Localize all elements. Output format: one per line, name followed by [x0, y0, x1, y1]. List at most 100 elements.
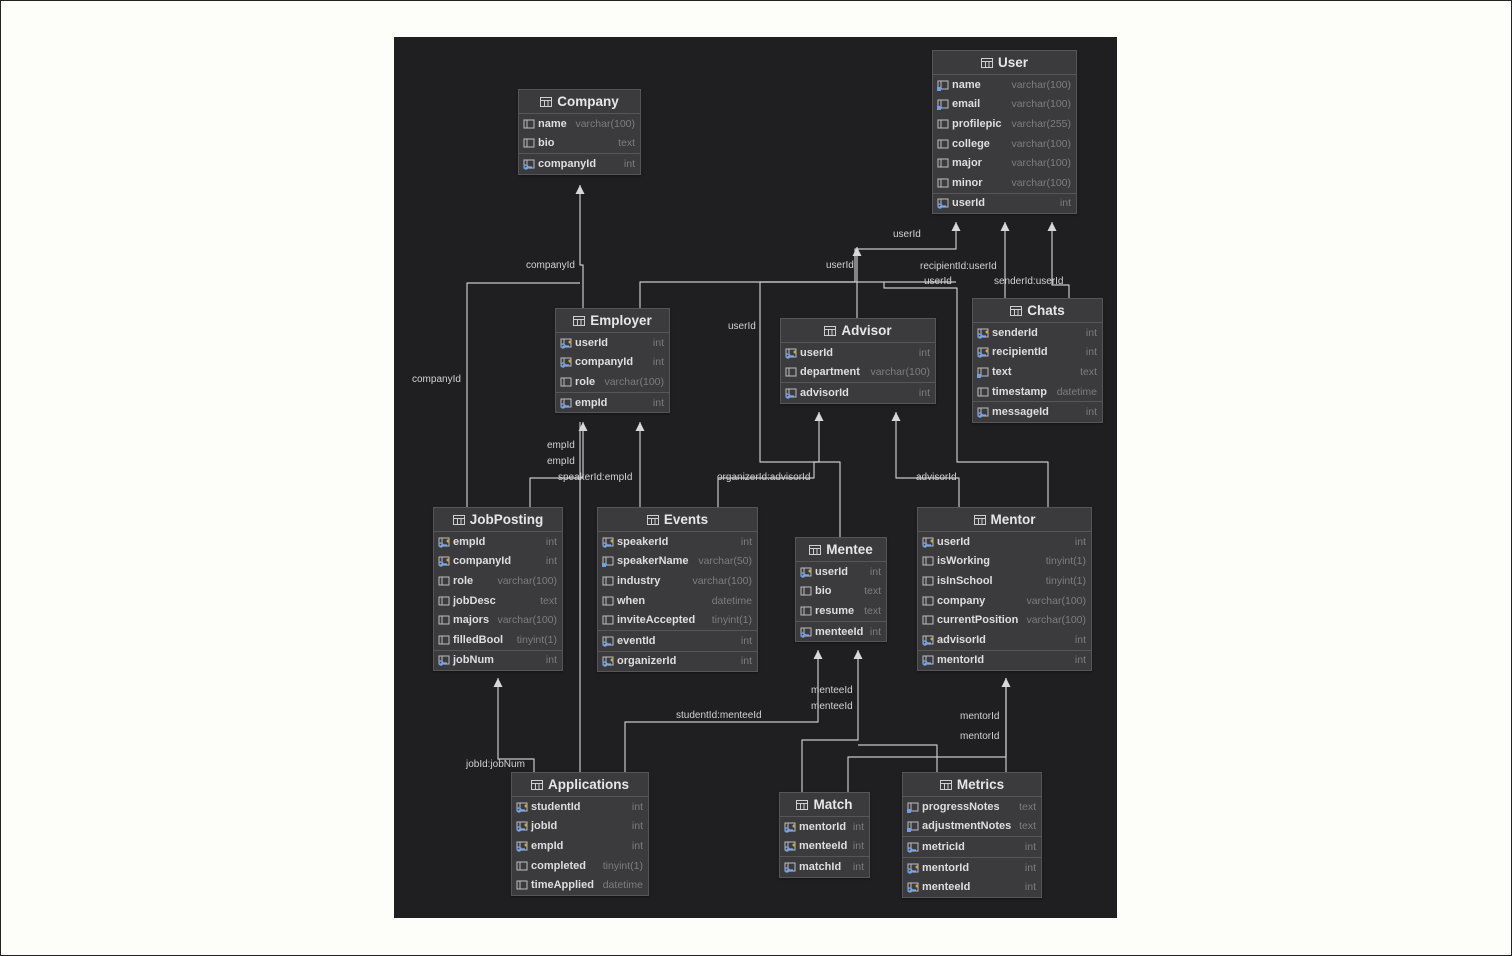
table-header[interactable]: Match	[780, 793, 869, 817]
table-header[interactable]: Events	[598, 508, 757, 532]
field-type: datetime	[1056, 385, 1097, 398]
table-header[interactable]: User	[933, 51, 1076, 75]
column-icon	[800, 585, 815, 597]
table-header[interactable]: JobPosting	[434, 508, 562, 532]
primary-key-icon	[785, 387, 800, 399]
field-type: tinyint(1)	[516, 633, 557, 646]
table-header[interactable]: Chats	[973, 299, 1102, 323]
field-name: mentorId	[799, 820, 847, 833]
table-header[interactable]: Mentee	[796, 538, 886, 562]
foreign-key-icon	[977, 327, 992, 339]
table-header[interactable]: Mentor	[918, 508, 1091, 532]
field-name: adjustmentNotes	[922, 820, 1012, 833]
table-header[interactable]: Applications	[512, 773, 648, 797]
field-name: minor	[952, 176, 983, 189]
foreign-key-icon	[560, 337, 575, 349]
table-header[interactable]: Metrics	[903, 773, 1041, 797]
field-type: varchar(100)	[1026, 614, 1086, 627]
column-icon	[937, 138, 952, 150]
edge-match-mentee	[801, 650, 859, 792]
field-type: int	[1074, 654, 1086, 667]
foreign-key-icon	[602, 536, 617, 548]
table-header[interactable]: Company	[519, 90, 640, 114]
table-header[interactable]: Employer	[556, 309, 669, 333]
field-type: int	[652, 336, 664, 349]
table-header[interactable]: Advisor	[781, 319, 935, 343]
